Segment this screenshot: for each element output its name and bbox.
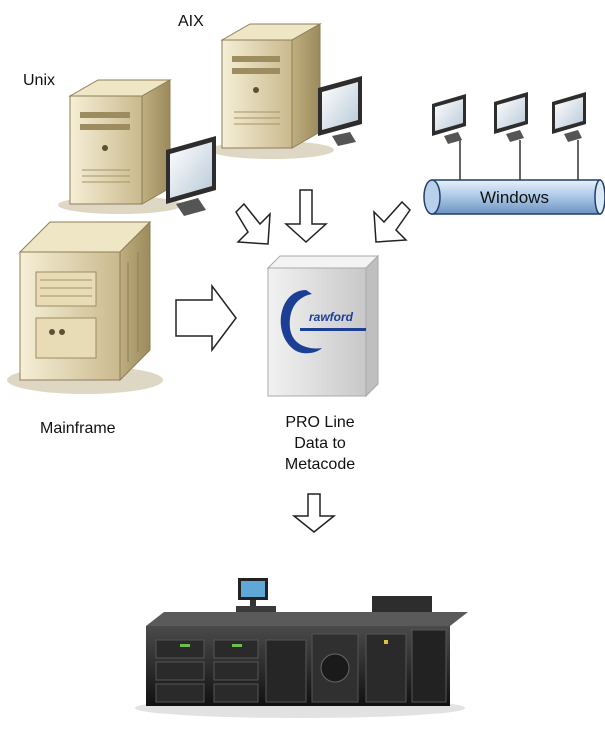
aix-server-icon xyxy=(210,23,334,159)
windows-network-icon xyxy=(423,92,605,215)
unix-server-icon xyxy=(58,79,182,214)
mainframe-label: Mainframe xyxy=(40,420,116,437)
arrow-aix-to-crawford xyxy=(284,189,328,244)
unix-monitor-icon xyxy=(166,136,216,216)
caption-line: PRO Line xyxy=(285,414,355,431)
aix-monitor-icon xyxy=(318,76,362,146)
crawford-box-icon xyxy=(266,254,380,398)
arrow-windows-to-crawford xyxy=(373,200,411,243)
crawford-caption: PRO Line Data to Metacode xyxy=(250,412,390,475)
caption-line: Metacode xyxy=(284,456,356,473)
arrow-unix-to-crawford xyxy=(235,202,271,245)
mainframe-icon xyxy=(7,220,163,394)
windows-monitor-icon xyxy=(494,92,528,142)
arrow-mainframe-to-crawford xyxy=(175,283,237,353)
windows-label: Windows xyxy=(480,188,549,207)
crawford-logo-swoosh xyxy=(280,290,322,354)
windows-monitor-icon xyxy=(552,92,586,142)
crawford-logo-text: rawford xyxy=(309,310,354,324)
windows-pipe-icon xyxy=(423,179,605,215)
unix-label: Unix xyxy=(23,72,56,89)
caption-line: Data to xyxy=(294,435,346,452)
aix-label: AIX xyxy=(178,13,204,30)
arrow-crawford-to-printer xyxy=(291,493,337,533)
windows-monitor-icon xyxy=(432,94,466,144)
printer-icon xyxy=(135,578,468,718)
